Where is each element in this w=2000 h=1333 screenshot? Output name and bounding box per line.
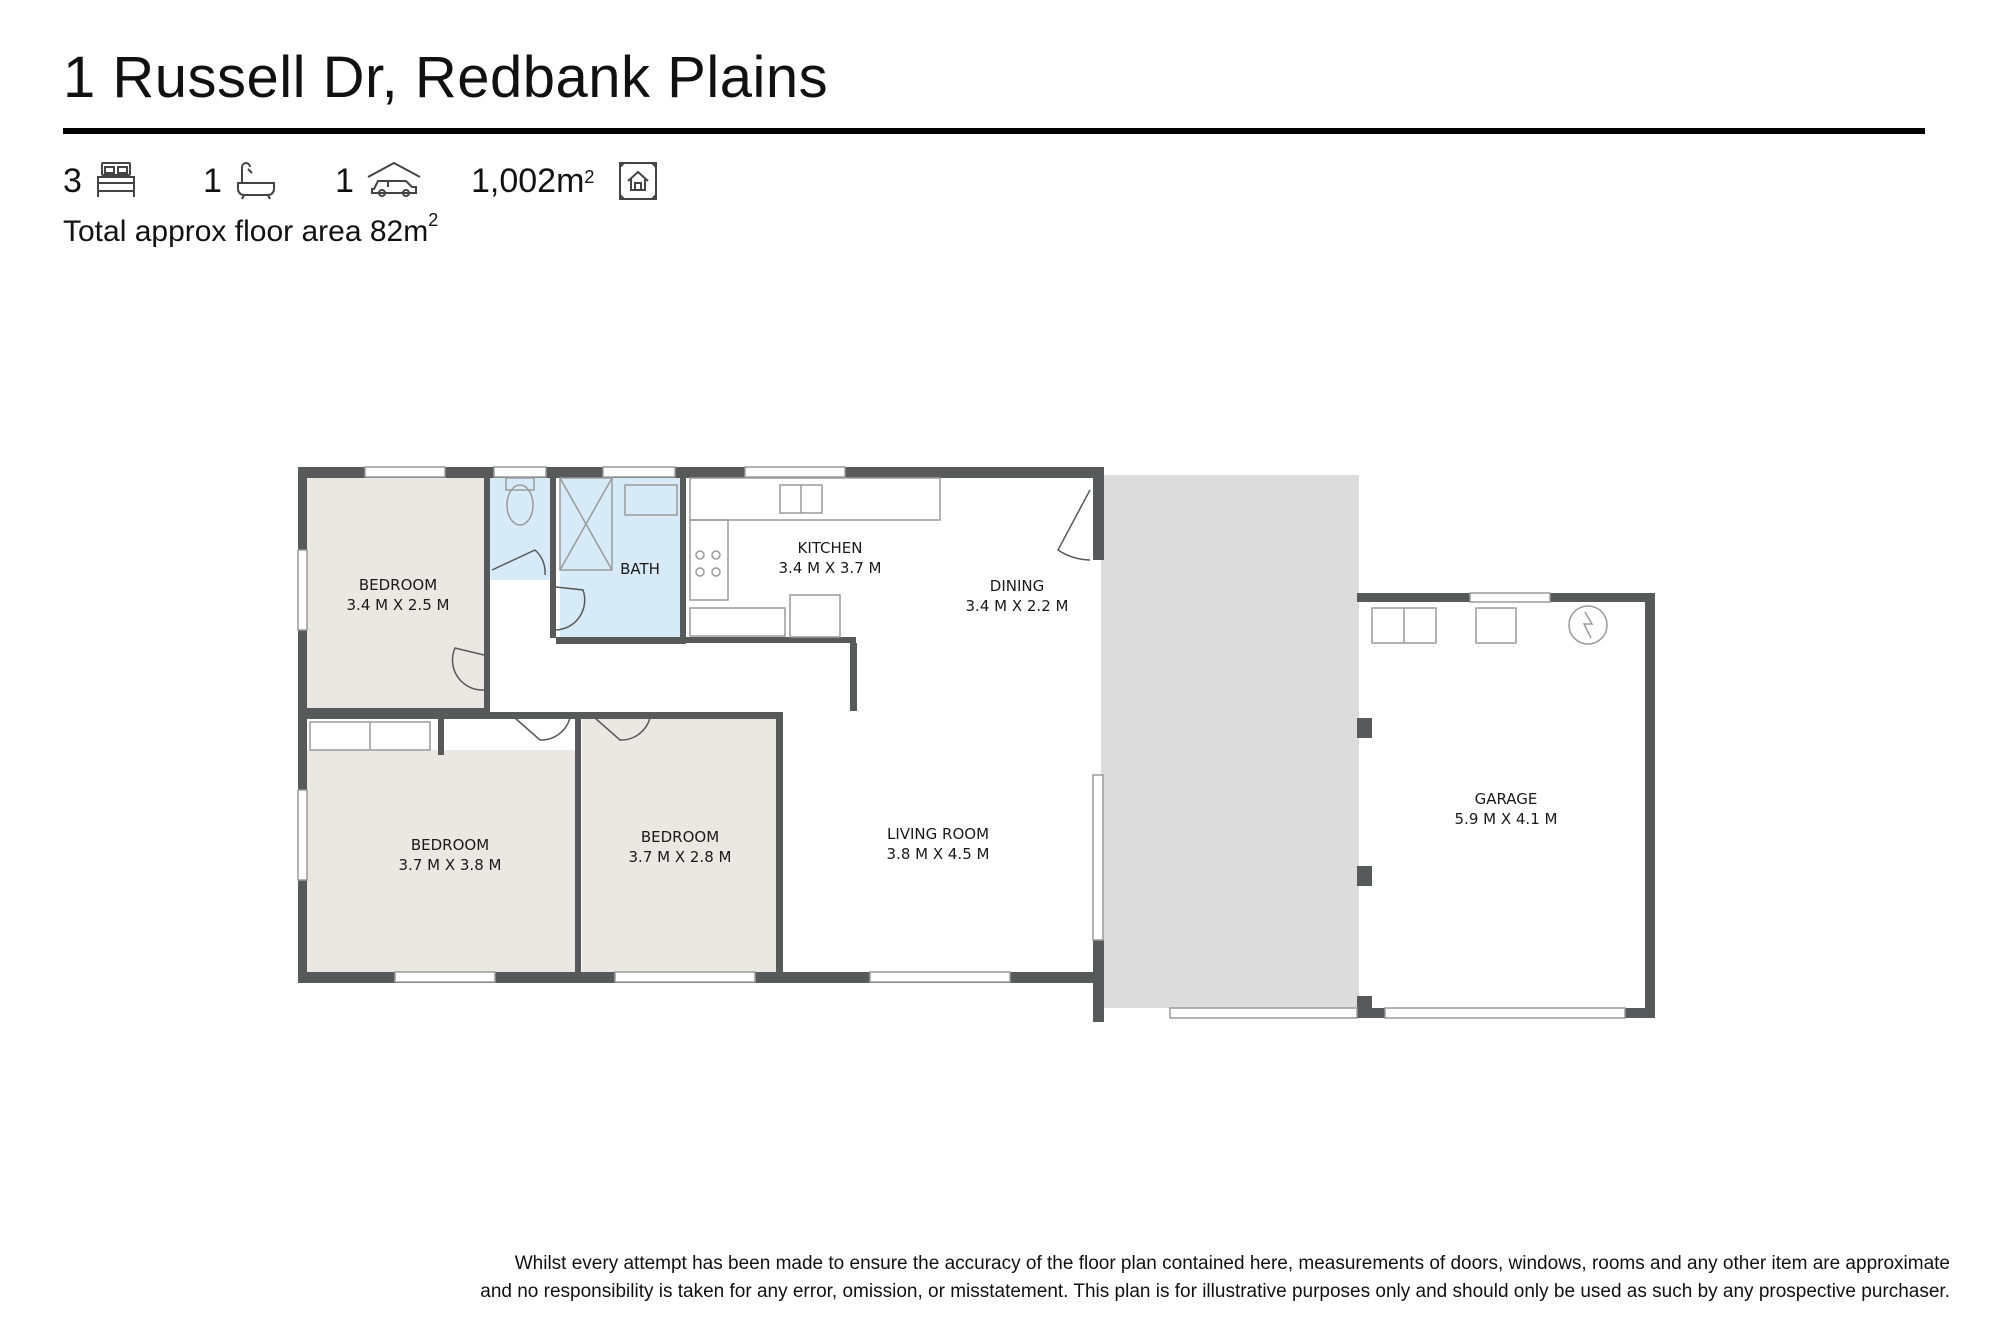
bed-icon bbox=[96, 162, 135, 197]
bedroom3-size: 3.7 M X 2.8 M bbox=[629, 848, 732, 866]
fixtures bbox=[309, 477, 1608, 751]
carport-fill bbox=[1101, 475, 1359, 1008]
floor-area-sup: 2 bbox=[428, 210, 439, 230]
floor-area-label: Total approx floor area 82m bbox=[63, 215, 429, 248]
disclaimer-line-2: and no responsibility is taken for any e… bbox=[480, 1280, 1950, 1302]
bedroom-stat: 3 bbox=[63, 156, 138, 206]
doors bbox=[451, 489, 1091, 741]
land-area-unit-sup: 2 bbox=[584, 166, 595, 187]
bedroom2-name: BEDROOM bbox=[411, 836, 489, 854]
bath-name: BATH bbox=[620, 560, 660, 578]
garage-size: 5.9 M X 4.1 M bbox=[1455, 810, 1558, 828]
disclaimer: Whilst every attempt has been made to en… bbox=[250, 1250, 1950, 1305]
living-name: LIVING ROOM bbox=[887, 825, 989, 843]
dining-name: DINING bbox=[990, 577, 1044, 595]
dining-size: 3.4 M X 2.2 M bbox=[966, 597, 1069, 615]
kitchen-name: KITCHEN bbox=[798, 539, 863, 557]
property-address: 1 Russell Dr, Redbank Plains bbox=[63, 45, 829, 110]
bedroom-count: 3 bbox=[63, 161, 82, 200]
title-divider bbox=[63, 128, 1925, 134]
shower-fixture bbox=[559, 477, 613, 571]
bedroom3-fill bbox=[582, 719, 776, 972]
bedroom3-name: BEDROOM bbox=[641, 828, 719, 846]
bedroom1-size: 3.4 M X 2.5 M bbox=[347, 596, 450, 614]
bedroom2-size: 3.7 M X 3.8 M bbox=[399, 856, 502, 874]
toilet-fixture bbox=[506, 484, 534, 526]
garage-name: GARAGE bbox=[1475, 790, 1538, 808]
hot-water-icon bbox=[1568, 605, 1608, 645]
total-floor-area: Total approx floor area 82m2 bbox=[63, 210, 438, 249]
disclaimer-line-1: Whilst every attempt has been made to en… bbox=[514, 1253, 1950, 1274]
garage-count: 1 bbox=[335, 161, 354, 200]
bedroom1-name: BEDROOM bbox=[359, 576, 437, 594]
bathroom-stat: 1 bbox=[203, 156, 278, 206]
bathroom-count: 1 bbox=[203, 161, 222, 200]
bedroom2-fill bbox=[307, 750, 575, 972]
toilet-fill bbox=[490, 478, 550, 580]
windows bbox=[297, 466, 1626, 1019]
kitchen-size: 3.4 M X 3.7 M bbox=[779, 559, 882, 577]
living-size: 3.8 M X 4.5 M bbox=[887, 845, 990, 863]
bath-fill bbox=[560, 478, 680, 638]
land-area-value: 1,002m bbox=[471, 161, 585, 200]
basin-fixture bbox=[624, 484, 678, 516]
bath-icon bbox=[236, 162, 275, 200]
land-area-icon bbox=[619, 162, 658, 200]
car-icon bbox=[367, 161, 421, 197]
garage-stat: 1 bbox=[335, 156, 422, 206]
